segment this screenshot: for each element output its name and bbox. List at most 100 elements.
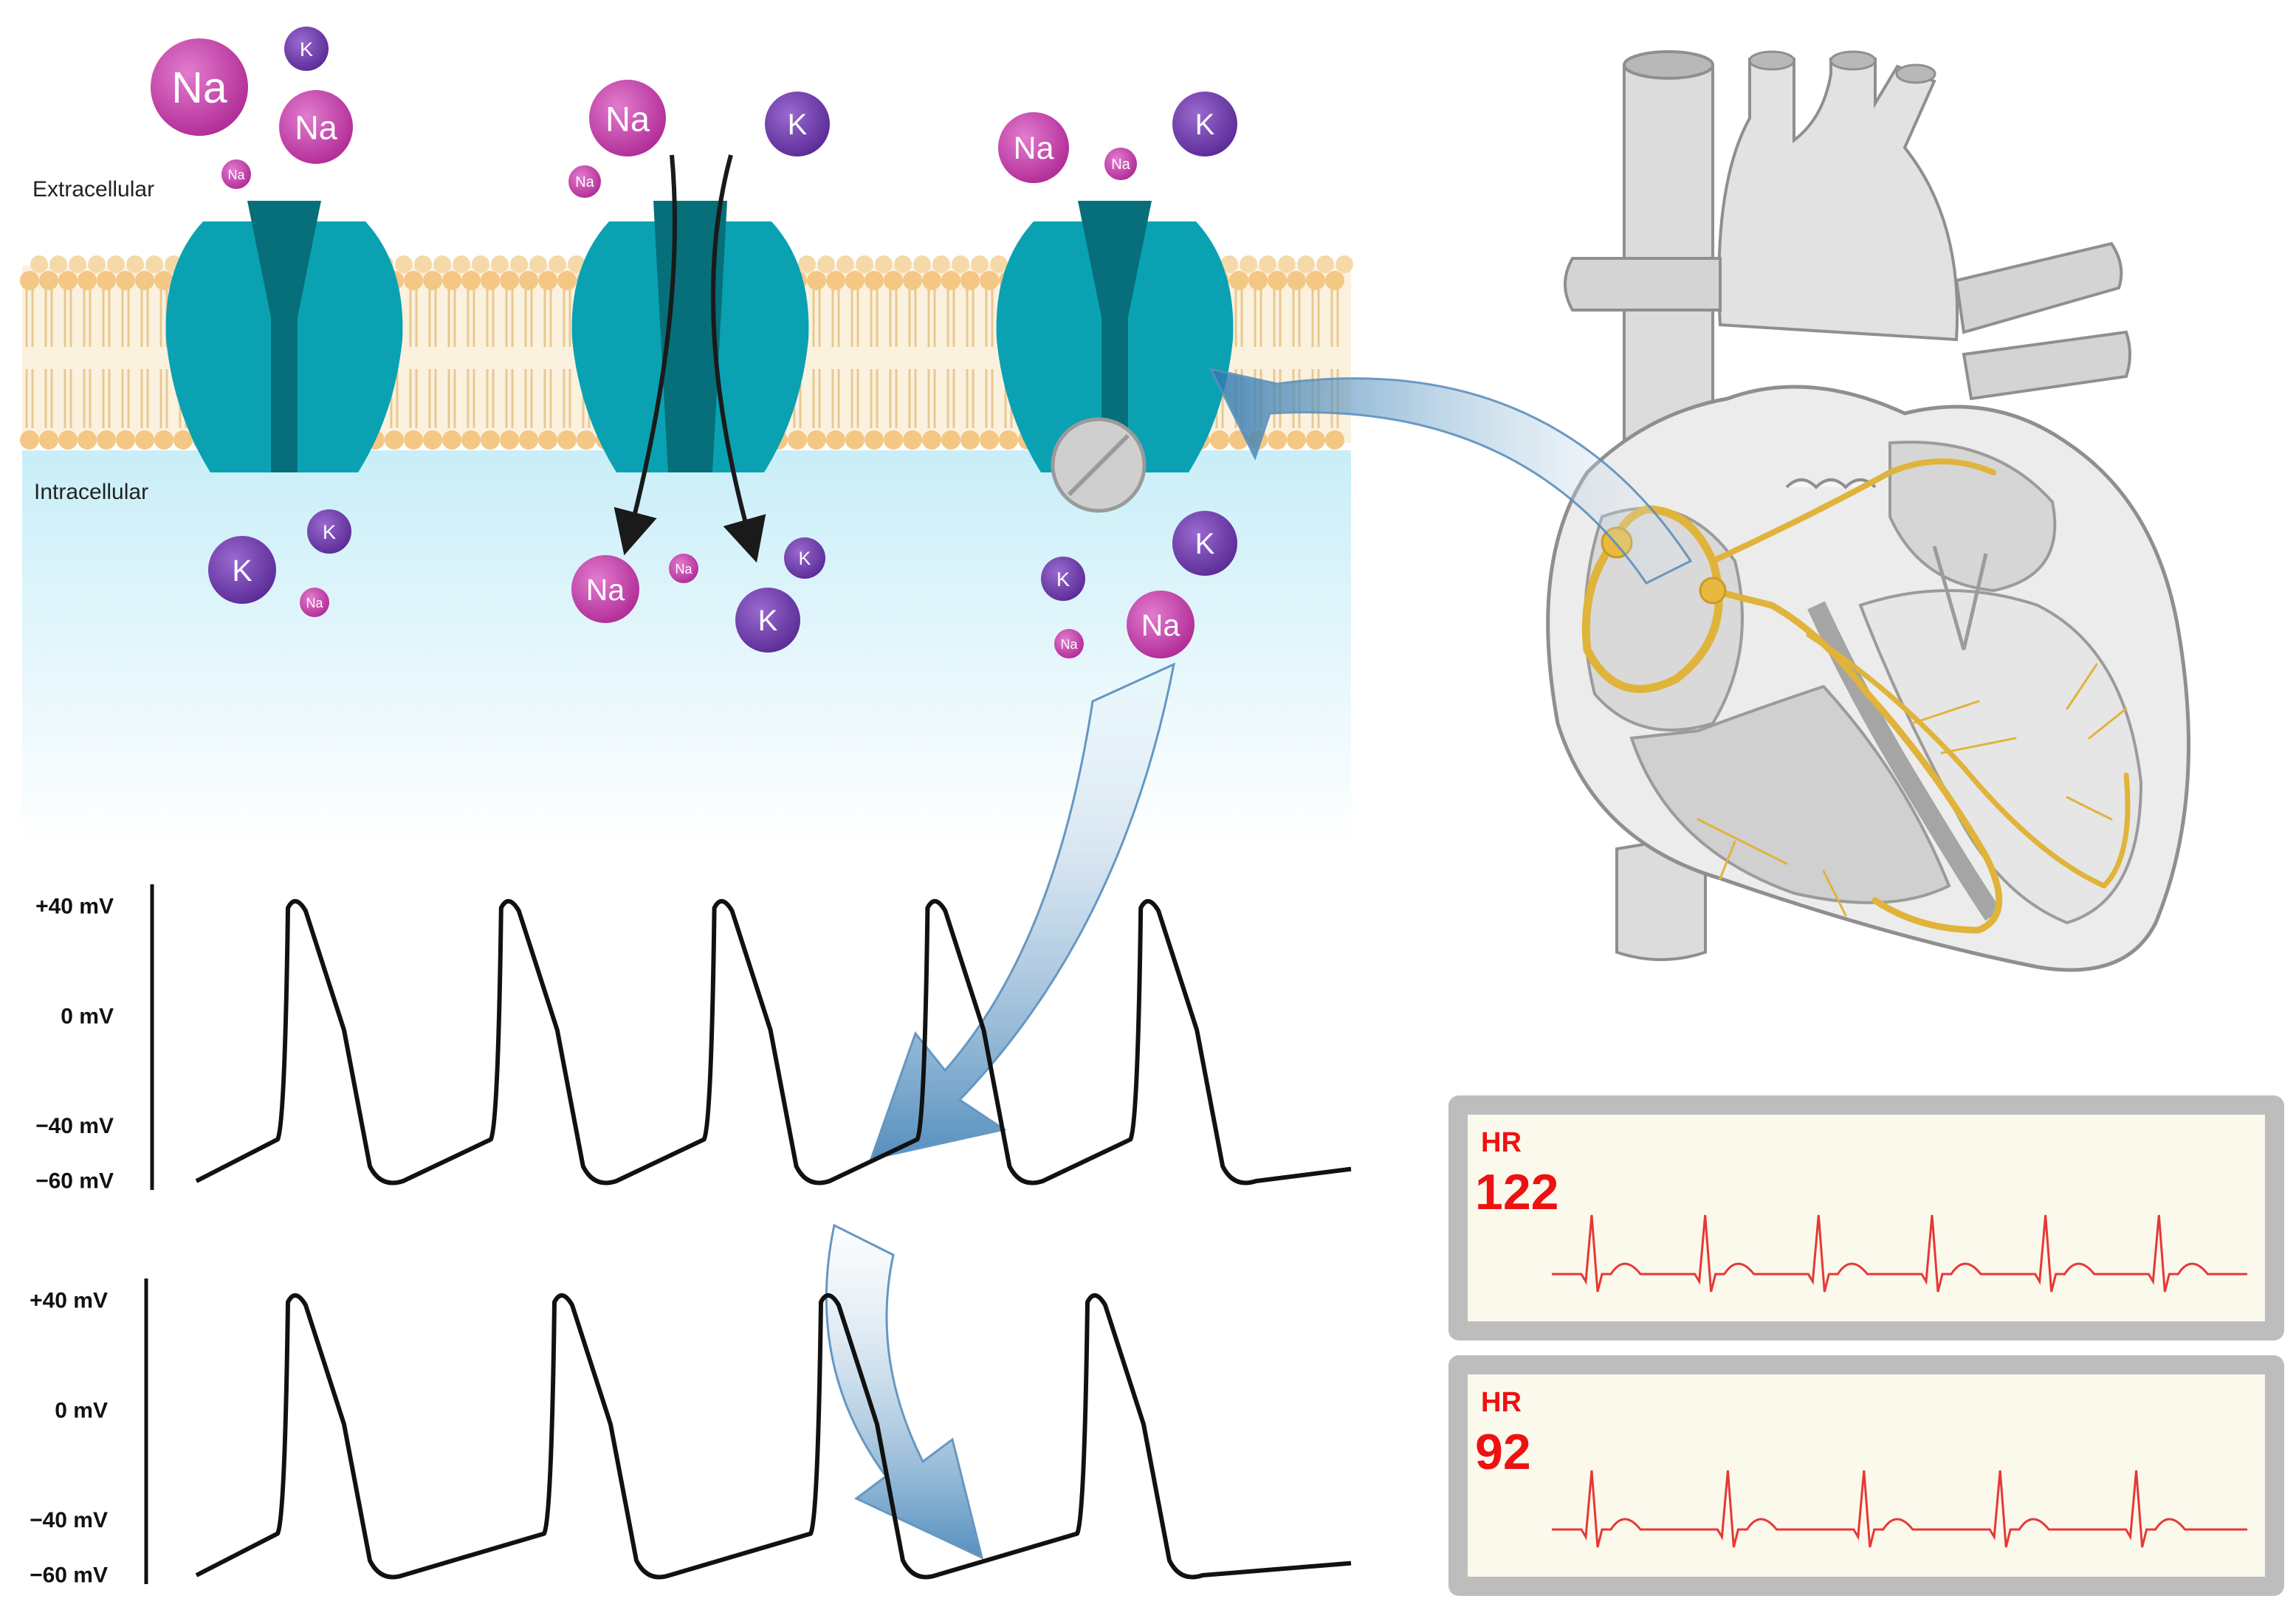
heart-vessel <box>1717 58 1959 342</box>
ion-flow-arrow <box>613 154 677 556</box>
lipid-head <box>1325 271 1344 290</box>
ion-sphere <box>998 112 1069 183</box>
extracellular-label: Extracellular <box>32 177 154 202</box>
lipid-head <box>1248 271 1268 290</box>
sodium-ion: Na <box>998 112 1069 183</box>
lipid-head <box>135 430 154 450</box>
lipid-head <box>1229 271 1248 290</box>
action-potential-panel: +40 mV0 mV−40 mV−60 mV +40 mV0 mV−40 mV−… <box>30 884 1352 1588</box>
ion-label: Na <box>1111 156 1130 173</box>
ion-label: Na <box>586 573 625 607</box>
ion-sphere <box>221 159 251 189</box>
heart-illustration <box>1546 50 2191 972</box>
lipid-head <box>78 271 97 290</box>
ion-flow-arrow <box>711 154 766 563</box>
ion-label: Na <box>227 168 245 182</box>
ion-label: Na <box>1141 608 1180 642</box>
potassium-ion: K <box>1172 511 1237 576</box>
lipid-head <box>1287 430 1306 450</box>
lipid-head <box>423 271 442 290</box>
lipid-head <box>519 271 538 290</box>
lipid-head <box>97 430 116 450</box>
arrow-heart-to-channel <box>1209 367 1693 585</box>
lipid-head <box>145 255 163 273</box>
lipid-head <box>1287 271 1306 290</box>
lipid-head <box>154 430 173 450</box>
lipid-head <box>395 255 413 273</box>
channel-subunit <box>996 221 1109 472</box>
pill-score-line <box>1067 433 1130 497</box>
lipid-head <box>472 255 489 273</box>
lipid-head <box>1278 255 1296 273</box>
lipid-head <box>865 271 884 290</box>
left-ventricle <box>1858 589 2143 925</box>
arrow-trace-to-trace <box>825 1223 984 1560</box>
ion-label: Na <box>605 100 650 139</box>
lipid-head <box>941 430 960 450</box>
action-potential-trace-1: +40 mV0 mV−40 mV−60 mV <box>35 884 1352 1194</box>
ion-channel <box>996 201 1234 513</box>
ion-sphere <box>307 509 351 554</box>
lipid-head <box>58 430 78 450</box>
valve <box>1932 546 1988 650</box>
lipid-head <box>788 430 807 450</box>
action-potential-line <box>195 899 1352 1186</box>
lipid-head <box>1297 255 1315 273</box>
ion-label: K <box>323 521 336 543</box>
ion-sphere <box>568 165 601 198</box>
ion-sphere <box>151 38 248 136</box>
lipid-head <box>922 271 941 290</box>
lipid-head <box>557 271 577 290</box>
heart-vessel-opening <box>1829 50 1877 71</box>
lipid-head <box>798 255 816 273</box>
lipid-head <box>894 255 912 273</box>
ion-label: K <box>788 109 808 141</box>
lipid-head <box>116 430 135 450</box>
ion-sphere <box>1054 629 1084 658</box>
av-node <box>1699 577 1727 605</box>
lipid-head <box>980 271 999 290</box>
lipid-head <box>88 255 106 273</box>
lipid-head <box>442 271 461 290</box>
channel-subunit <box>290 221 403 472</box>
ion-sphere <box>589 80 666 156</box>
heart-vessel-opening <box>1748 50 1795 71</box>
lipid-head <box>1220 255 1238 273</box>
lipid-head <box>1240 255 1257 273</box>
channel-subunit <box>1121 221 1234 472</box>
lipid-head <box>39 271 58 290</box>
sodium-ion: Na <box>589 80 666 156</box>
lipid-head <box>980 430 999 450</box>
ecg-waveform <box>1552 1214 2247 1293</box>
lipid-head <box>30 255 48 273</box>
lipid-head <box>884 430 903 450</box>
ion-label: Na <box>306 596 323 610</box>
lipid-head <box>461 271 481 290</box>
potassium-ion: K <box>765 92 830 156</box>
lipid-head <box>69 255 86 273</box>
ion-label: Na <box>1060 637 1078 652</box>
lipid-head <box>990 255 1008 273</box>
ion-sphere <box>208 536 276 604</box>
sodium-ion: Na <box>221 159 251 189</box>
potassium-ion: K <box>735 588 800 653</box>
heart-vessel <box>1954 241 2123 334</box>
ion-sphere <box>279 90 353 164</box>
right-ventricle <box>1629 684 1951 904</box>
lipid-head <box>404 271 423 290</box>
potassium-ion: K <box>784 537 825 579</box>
potassium-ion: K <box>208 536 276 604</box>
sodium-ion: Na <box>568 165 601 198</box>
ion-label: K <box>799 548 811 569</box>
lipid-head <box>807 430 826 450</box>
voltage-tick-label: +40 mV <box>30 1289 108 1313</box>
lipid-head <box>913 255 931 273</box>
lipid-head <box>404 430 423 450</box>
ion-sphere <box>669 554 698 583</box>
hr-value: 92 <box>1475 1424 1531 1480</box>
ion-label: K <box>758 605 778 637</box>
sodium-ion: Na <box>1054 629 1084 658</box>
